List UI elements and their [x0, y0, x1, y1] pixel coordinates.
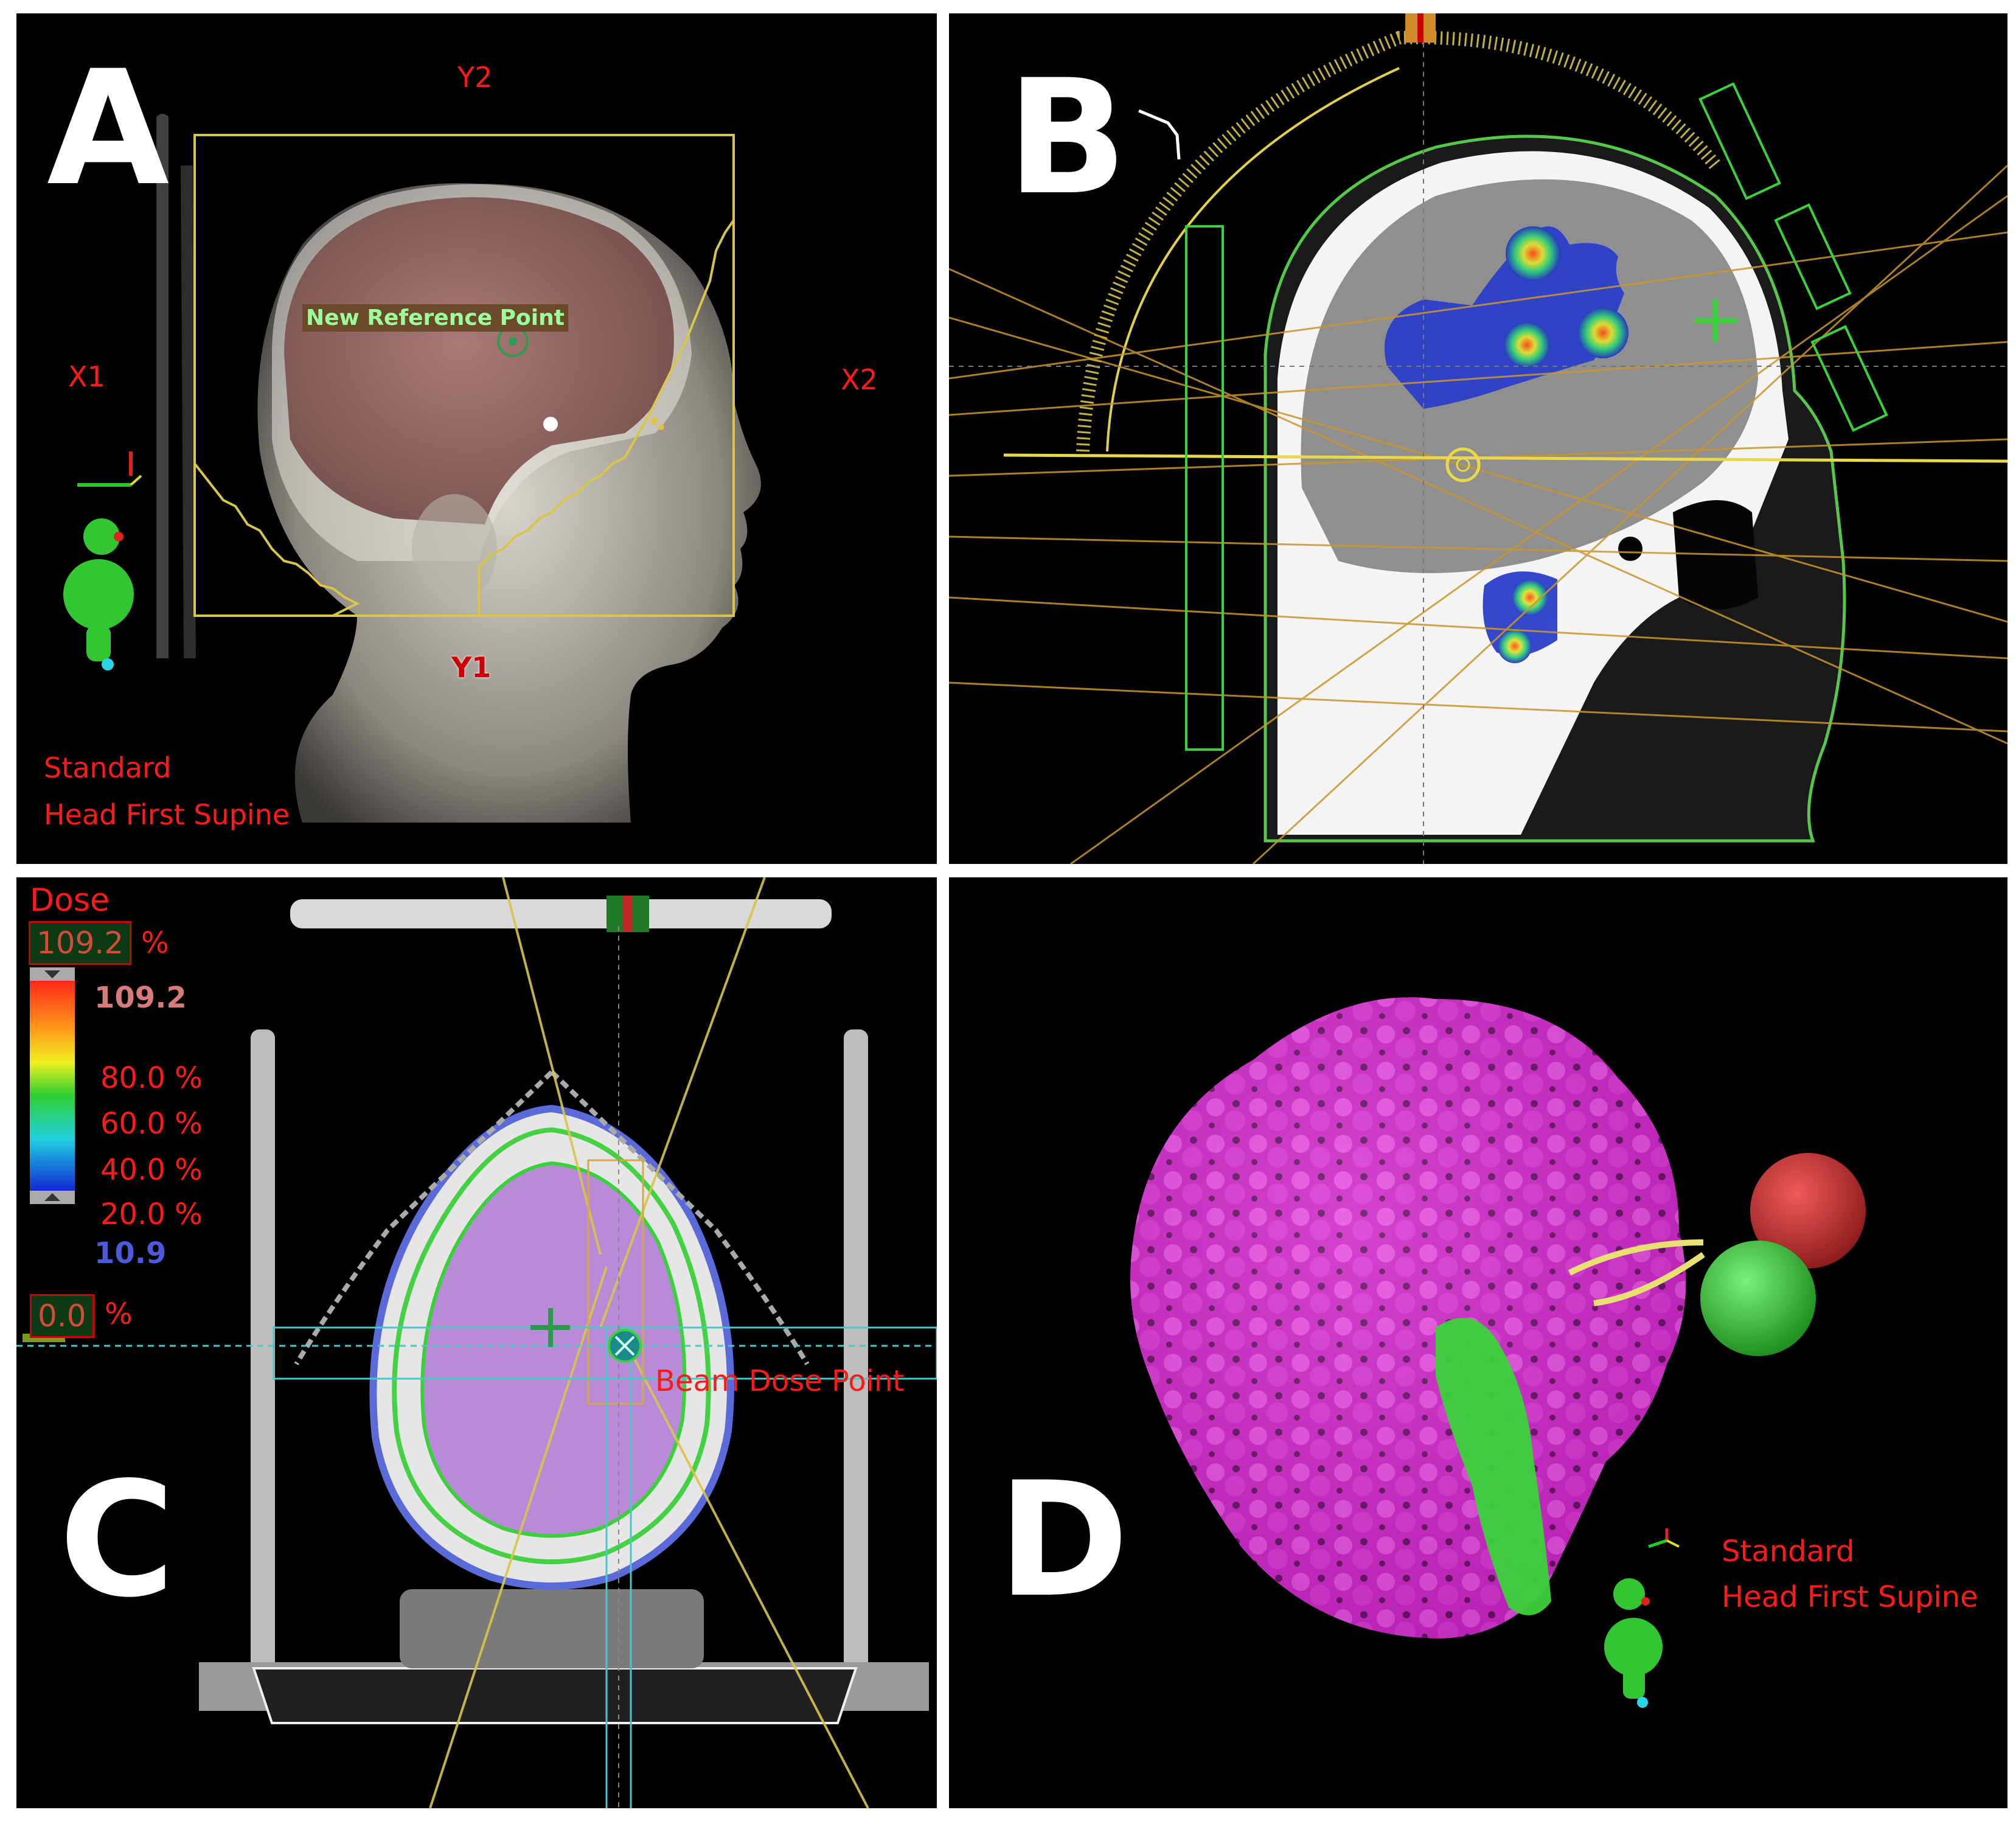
couch-left-post: [251, 1029, 275, 1680]
dose-min-input[interactable]: 0.0: [30, 1294, 94, 1338]
beam-lines-axial: [429, 877, 869, 1808]
mlc-aperture: [193, 219, 735, 617]
orientation-hfs: Head First Supine: [1722, 1580, 1978, 1614]
panel-b-render: [949, 13, 2007, 864]
reference-cross: [1694, 299, 1737, 342]
dose-scale-bottom: 10.9: [94, 1236, 167, 1270]
dose-scale-top: 109.2: [94, 981, 187, 1015]
dose-title: Dose: [30, 882, 109, 919]
brainstem: [1436, 1318, 1551, 1615]
couch-top-bar: [290, 899, 832, 928]
optic-nerves: [1568, 1239, 1705, 1306]
label-x1: X1: [68, 360, 105, 393]
isocenter-dot: [543, 417, 558, 431]
label-y1: Y1: [451, 651, 492, 684]
panel-b-sagittal-ct: B: [949, 13, 2007, 864]
dose-scale-20: 20.0 %: [100, 1197, 203, 1231]
brain-contour: [284, 197, 674, 525]
dose-min-pct: %: [105, 1297, 133, 1331]
panel-c-render: [16, 877, 937, 1808]
panel-label-a: A: [47, 37, 170, 221]
cyan-crosshair: [16, 1326, 937, 1808]
dose-max-pct: %: [141, 926, 169, 960]
panel-label-b: B: [1007, 46, 1128, 230]
gantry-arc: [1076, 30, 1721, 452]
eye-right: [1750, 1153, 1866, 1269]
couch-edge: [156, 114, 169, 658]
dose-scale-80: 80.0 %: [100, 1061, 203, 1095]
isocenter-marker: [1445, 447, 1481, 482]
reference-cross: [530, 1308, 570, 1347]
panel-a-render: [63, 114, 761, 823]
orientation-standard: Standard: [44, 751, 172, 784]
panel-label-c: C: [59, 1449, 175, 1632]
patient-orientation-figure: [63, 518, 134, 670]
isocenter-plane: [1003, 453, 2007, 463]
beam-lines: [949, 164, 2007, 864]
panel-d-render: [1130, 997, 1866, 1708]
dose-wash: [1385, 226, 1628, 663]
panel-a-3d-head-view: A Y2 X1 X2 Y1 New Reference Point Standa…: [16, 13, 937, 864]
new-reference-point-label: New Reference Point: [302, 304, 568, 332]
panel-label-d: D: [998, 1449, 1129, 1632]
panel-d-3d-structures: D Standard Head First Supine: [949, 877, 2007, 1808]
label-y2: Y2: [457, 61, 493, 94]
patient-orientation-figure: [1604, 1578, 1663, 1708]
orientation-hfs: Head First Supine: [44, 798, 290, 831]
dose-scale-40: 40.0 %: [100, 1153, 203, 1187]
couch-right-post: [844, 1029, 868, 1680]
couch-plate: [252, 1667, 858, 1724]
collimator-frame-left: [1185, 225, 1224, 751]
panel-c-axial-dose: Dose 109.2 % 109.2 80.0 % 60.0 % 40.0 % …: [16, 877, 937, 1808]
beam-field-rect: [193, 134, 735, 617]
dose-colorbar: [30, 975, 75, 1194]
eye-left: [1700, 1241, 1816, 1356]
dose-scale-60: 60.0 %: [100, 1107, 203, 1141]
label-x2: X2: [841, 363, 878, 396]
beam-dose-point-label: Beam Dose Point: [655, 1364, 905, 1398]
dose-max-input[interactable]: 109.2: [29, 921, 132, 965]
orientation-standard: Standard: [1722, 1534, 1855, 1569]
